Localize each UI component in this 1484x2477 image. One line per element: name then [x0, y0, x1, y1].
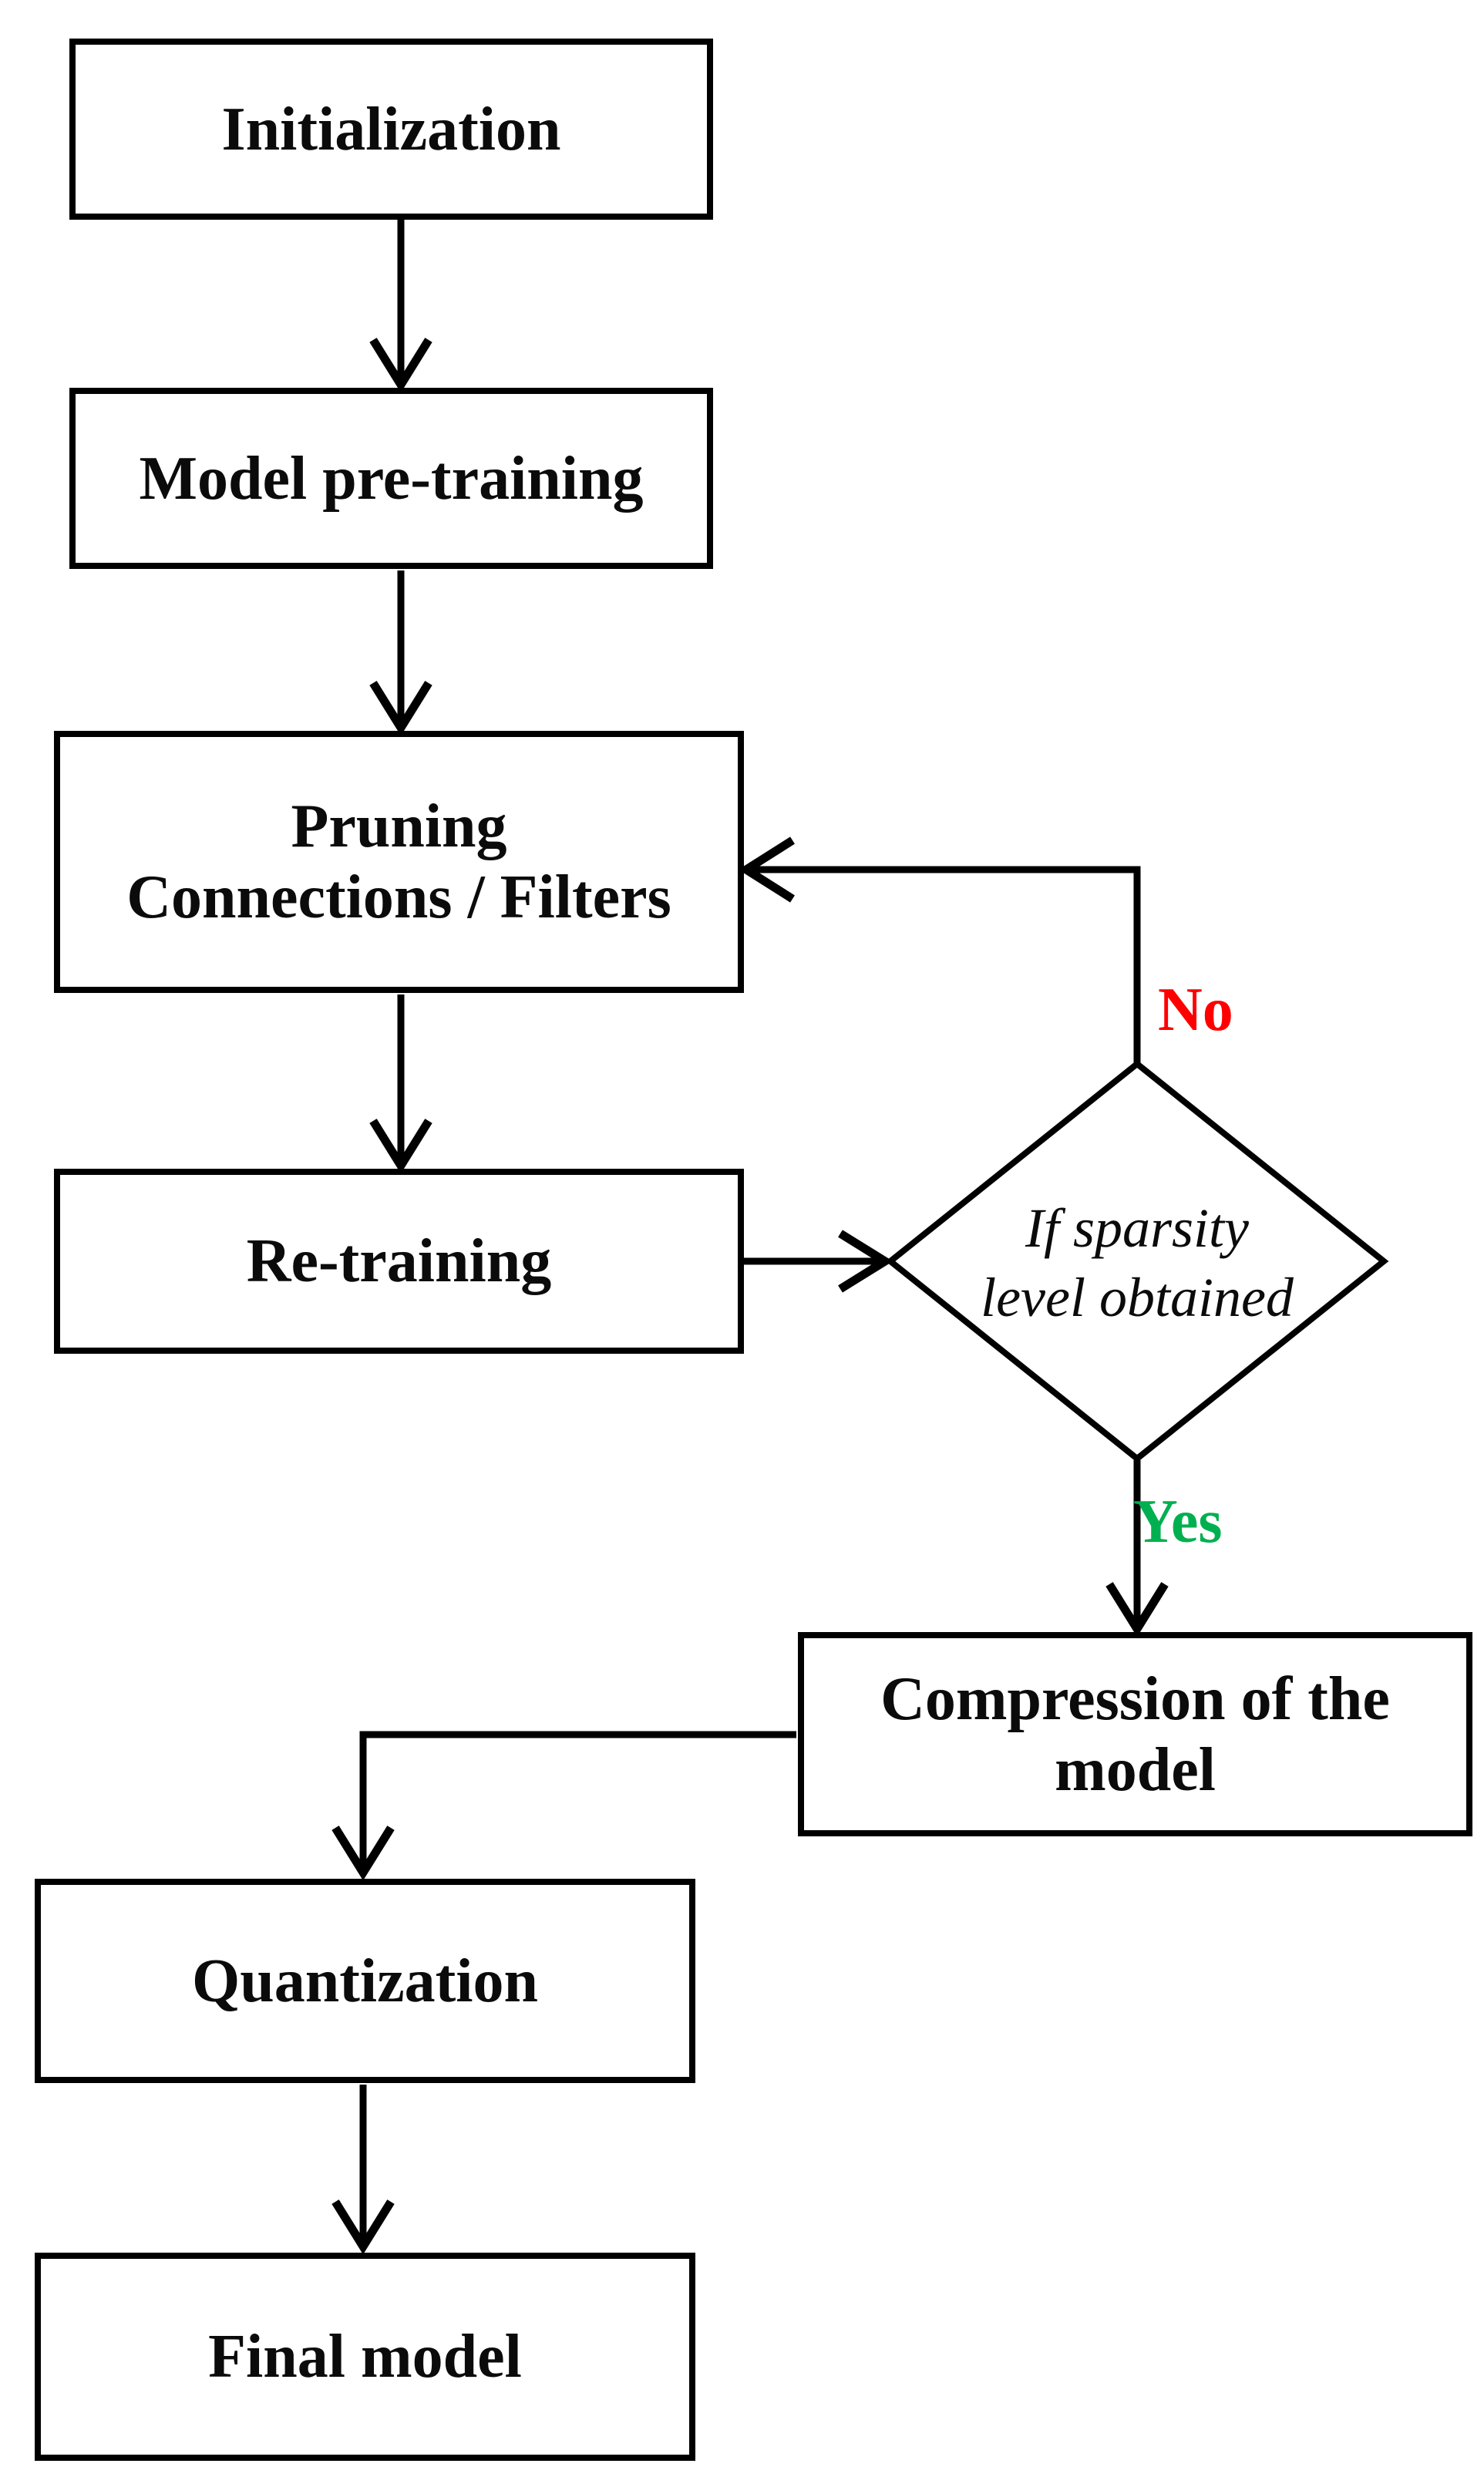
node-final-model: Final model	[35, 2253, 695, 2461]
node-quantization: Quantization	[35, 1879, 695, 2083]
node-quantization-label: Quantization	[192, 1947, 538, 2015]
decision-diamond	[885, 1059, 1389, 1463]
arrow-yes-to-compression-head	[1105, 1582, 1169, 1637]
edge-label-no: No	[1158, 976, 1233, 1044]
node-initialization: Initialization	[69, 39, 713, 220]
arrow-retraining-to-decision-head	[838, 1230, 893, 1293]
decision-label-line2: level obtained	[981, 1267, 1294, 1328]
decision-label: If sparsity level obtained	[906, 1166, 1368, 1360]
arrow-pruning-to-retraining-head	[369, 1119, 432, 1174]
arrow-pretrain-to-pruning-head	[369, 681, 432, 736]
node-re-training: Re-training	[54, 1169, 744, 1354]
node-pruning-label-line2: Connections / Filters	[126, 863, 671, 931]
node-re-training-label: Re-training	[246, 1227, 552, 1295]
arrow-compression-to-quantization-line	[359, 1731, 796, 1870]
node-pruning: Pruning Connections / Filters	[54, 731, 744, 993]
node-pruning-label-line1: Pruning	[291, 793, 507, 860]
node-model-pre-training: Model pre-training	[69, 388, 713, 569]
node-compression-label-line2: model	[1055, 1735, 1216, 1804]
arrow-compression-to-quantization-head	[331, 1826, 395, 1881]
arrow-init-to-pretrain-head	[369, 338, 432, 393]
node-compression: Compression of the model	[798, 1632, 1472, 1836]
node-model-pre-training-label: Model pre-training	[139, 444, 644, 513]
arrow-no-feedback-line	[749, 866, 1141, 1065]
decision-label-line1: If sparsity	[1025, 1197, 1249, 1259]
node-compression-label-line1: Compression of the	[880, 1664, 1390, 1733]
arrow-quantization-to-final-head	[331, 2199, 395, 2255]
edge-label-yes: Yes	[1133, 1488, 1223, 1556]
arrow-no-feedback-head	[738, 836, 795, 903]
node-final-model-label: Final model	[208, 2323, 522, 2391]
node-initialization-label: Initialization	[221, 95, 561, 163]
